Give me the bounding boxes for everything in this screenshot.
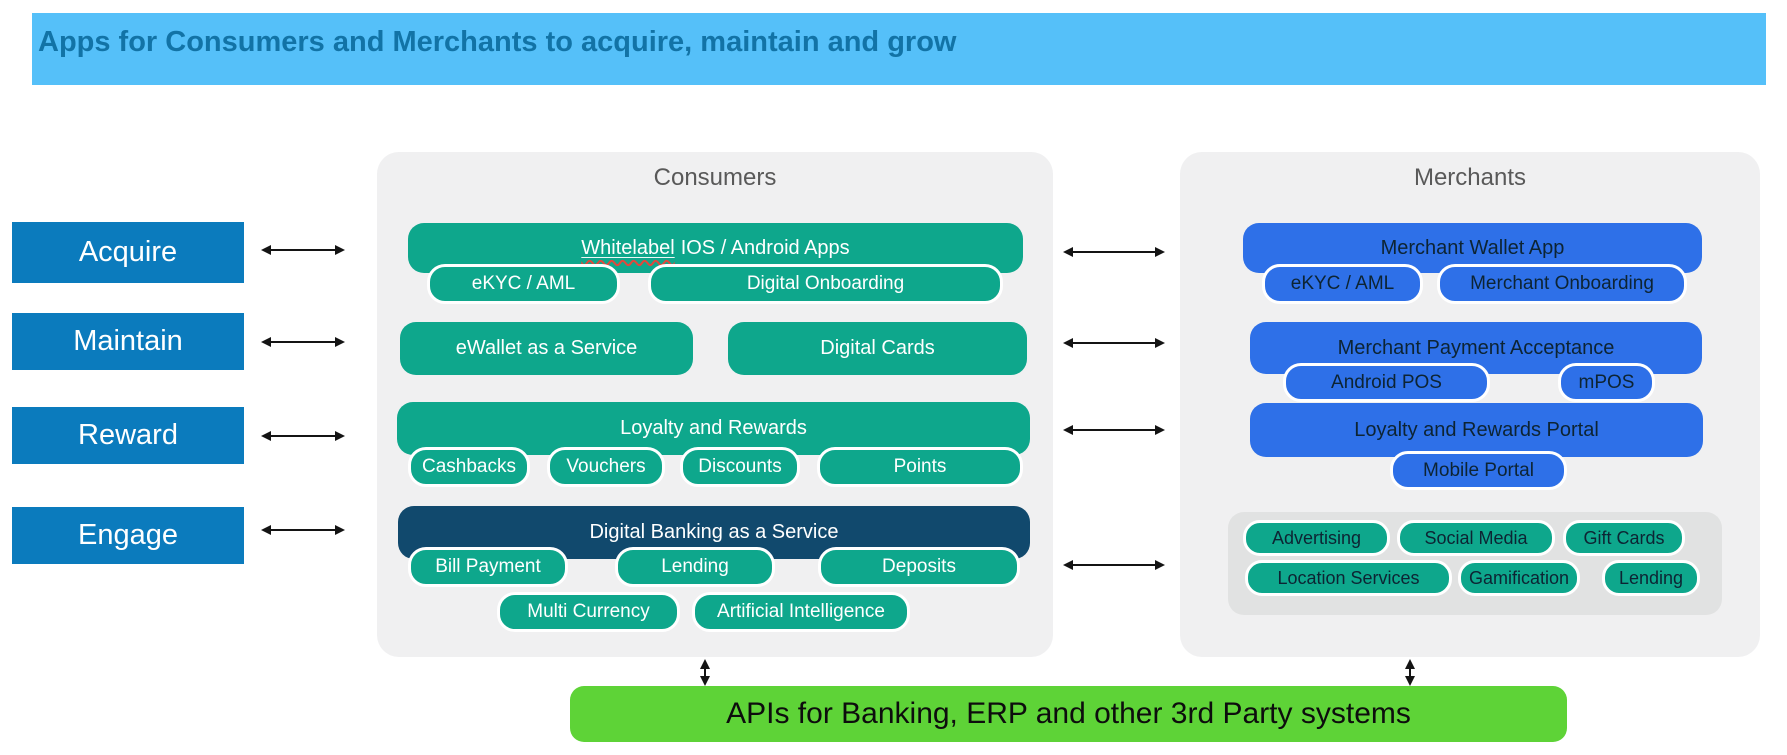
chip-location-services: Location Services: [1245, 560, 1452, 596]
chip-merchant-lending: Lending: [1602, 560, 1700, 596]
chip-bill-payment: Bill Payment: [408, 547, 568, 587]
chip-artificial-intelligence: Artificial Intelligence: [692, 592, 910, 632]
chip-android-pos: Android POS: [1283, 363, 1490, 402]
chip-label: Digital Onboarding: [746, 273, 905, 294]
chip-label: Cashbacks: [422, 456, 516, 477]
chip-label: Gift Cards: [1583, 527, 1665, 548]
chip-lending: Lending: [615, 547, 775, 587]
chip-label: mPOS: [1578, 371, 1635, 393]
row-label-engage: Engage: [12, 507, 244, 564]
bidirectional-arrow: [1063, 247, 1165, 257]
row-label-acquire: Acquire: [12, 222, 244, 283]
bidirectional-arrow: [261, 245, 345, 255]
chip-vouchers: Vouchers: [547, 447, 665, 487]
bidirectional-arrow: [1063, 560, 1165, 570]
api-bar-label: APIs for Banking, ERP and other 3rd Part…: [726, 697, 1411, 730]
chip-gift-cards: Gift Cards: [1563, 520, 1685, 556]
bar-digital-cards: Digital Cards: [728, 322, 1027, 375]
row-label-text: Acquire: [78, 236, 178, 268]
page-title: Apps for Consumers and Merchants to acqu…: [38, 25, 957, 58]
chip-label: Vouchers: [566, 456, 646, 477]
chip-label: Points: [893, 456, 947, 477]
row-label-text: Maintain: [73, 325, 183, 357]
chip-multi-currency: Multi Currency: [497, 592, 680, 632]
bar-ewallet-as-a-service: eWallet as a Service: [400, 322, 693, 375]
bar-label: Merchant Payment Acceptance: [1337, 336, 1615, 359]
row-label-text: Reward: [78, 419, 178, 451]
chip-label: Lending: [661, 556, 729, 577]
chip-label: Mobile Portal: [1423, 459, 1534, 481]
header-banner: Apps for Consumers and Merchants to acqu…: [32, 13, 1766, 85]
bidirectional-arrow: [261, 337, 345, 347]
chip-label: Artificial Intelligence: [717, 601, 885, 622]
chip-label: Multi Currency: [527, 601, 650, 622]
spellchecked-word: Whitelabel: [581, 236, 675, 259]
chip-label: Bill Payment: [435, 556, 541, 577]
api-bar: APIs for Banking, ERP and other 3rd Part…: [570, 686, 1567, 742]
bar-label: Loyalty and Rewards: [620, 417, 807, 439]
bar-label: Digital Cards: [820, 337, 935, 359]
chip-label: Discounts: [698, 456, 782, 477]
chip-cashbacks: Cashbacks: [408, 447, 530, 487]
chip-digital-onboarding: Digital Onboarding: [648, 264, 1003, 304]
chip-points: Points: [817, 447, 1023, 487]
chip-mobile-portal: Mobile Portal: [1390, 451, 1567, 490]
bar-label: Merchant Wallet App: [1380, 236, 1565, 259]
chip-mpos: mPOS: [1558, 363, 1655, 402]
merchants-panel: Merchants Merchant Wallet App eKYC / AML…: [1180, 152, 1760, 657]
bidirectional-arrow-vertical: [700, 659, 710, 686]
chip-label: Social Media: [1424, 527, 1528, 548]
consumers-panel: Consumers Whitelabel IOS / Android Apps …: [377, 152, 1053, 657]
chip-label: Android POS: [1331, 371, 1442, 393]
chip-label: Location Services: [1277, 567, 1420, 588]
bar-loyalty-and-rewards: Loyalty and Rewards: [397, 402, 1030, 455]
bar-label: Loyalty and Rewards Portal: [1354, 418, 1599, 441]
bidirectional-arrow-vertical: [1405, 659, 1415, 686]
merchants-panel-title: Merchants: [1413, 164, 1527, 191]
chip-discounts: Discounts: [680, 447, 800, 487]
row-label-text: Engage: [78, 519, 178, 551]
bar-loyalty-and-rewards-portal: Loyalty and Rewards Portal: [1250, 403, 1703, 457]
chip-label: eKYC / AML: [471, 273, 576, 294]
chip-ekyc-aml: eKYC / AML: [427, 264, 620, 304]
chip-advertising: Advertising: [1243, 520, 1390, 556]
chip-label: Gamification: [1468, 567, 1570, 588]
chip-merchant-ekyc-aml: eKYC / AML: [1262, 264, 1423, 304]
chip-label: eKYC / AML: [1290, 273, 1395, 294]
bar-label: IOS / Android Apps: [680, 236, 850, 259]
bar-label: Digital Banking as a Service: [589, 521, 839, 543]
bar-label: eWallet as a Service: [455, 337, 638, 359]
chip-social-media: Social Media: [1397, 520, 1555, 556]
chip-deposits: Deposits: [818, 547, 1020, 587]
chip-gamification: Gamification: [1458, 560, 1580, 596]
bidirectional-arrow: [261, 525, 345, 535]
chip-label: Merchant Onboarding: [1470, 273, 1654, 294]
bidirectional-arrow: [1063, 425, 1165, 435]
row-label-maintain: Maintain: [12, 313, 244, 370]
chip-label: Lending: [1618, 567, 1684, 588]
chip-label: Advertising: [1271, 527, 1362, 548]
consumers-panel-title: Consumers: [653, 164, 777, 191]
bidirectional-arrow: [261, 431, 345, 441]
row-label-reward: Reward: [12, 407, 244, 464]
chip-merchant-onboarding: Merchant Onboarding: [1437, 264, 1687, 304]
chip-label: Deposits: [882, 556, 956, 577]
bidirectional-arrow: [1063, 338, 1165, 348]
